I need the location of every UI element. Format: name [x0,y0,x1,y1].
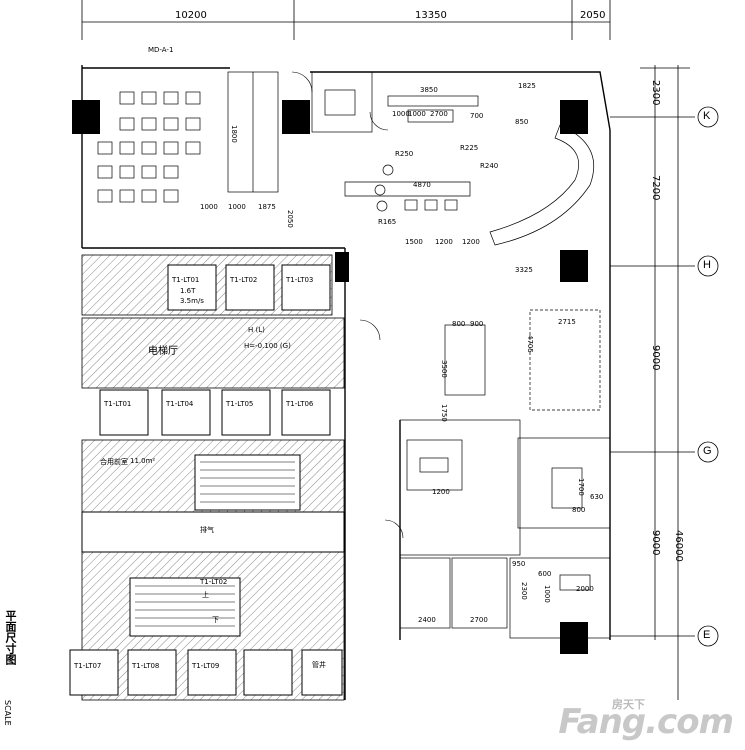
dim-interior-7: 1800 [230,125,238,143]
dim-interior-4: 1000 [408,110,426,118]
axis-label-k: K [703,110,711,122]
elevator-bottom-2: T1-LT08 [132,662,160,670]
dim-interior-25: 2715 [558,318,576,326]
dim-right-3: 9000 [650,345,661,371]
dim-interior-26: 4705 [526,335,534,353]
dim-interior-31: 800 [572,506,586,514]
dim-interior-6: 1825 [518,82,536,90]
dim-top-3: 2050 [580,10,605,21]
dim-interior-32: 950 [512,560,526,568]
elevator-spec-load: 1.6T [180,287,196,295]
dim-interior-29: 1700 [577,478,585,496]
elevator-mid-4: T1-LT06 [286,400,314,408]
dim-interior-28: 1200 [432,488,450,496]
elevator-spec-speed: 3.5m/s [180,297,204,305]
dim-interior-5: 850 [515,118,529,126]
dim-interior-11: R225 [460,144,479,152]
axis-label-g: G [703,445,712,457]
sheet-ref: MD-A-1 [148,46,173,54]
dim-interior-24: 3500 [440,360,448,378]
dim-interior-10: R250 [395,150,414,158]
dim-interior-16: 1000 [200,203,218,211]
dim-interior-9: 700 [470,112,484,120]
grid-axis-bubbles [697,106,719,647]
dim-interior-2: 2700 [430,110,448,118]
elevator-bottom-1: T1-LT07 [74,662,102,670]
axis-label-e: E [703,629,711,641]
dim-interior-38: 2700 [470,616,488,624]
dim-interior-27: 1750 [440,404,448,422]
dim-interior-1: 3850 [420,86,438,94]
stair-up-label: 上 [202,591,209,599]
watermark-sub: 房天下 [612,698,645,711]
dim-right-2: 7200 [650,175,661,201]
dim-interior-15: 1875 [258,203,276,211]
dim-top-1: 10200 [175,10,207,21]
structural-columns [72,100,588,654]
dim-right-1: 2300 [650,80,661,106]
level-h-label: H (L) [248,326,265,334]
pipe-shaft-label: 管井 [312,661,326,669]
shaft-label: 合用前室 [100,458,128,466]
dim-interior-14: 1000 [228,203,246,211]
dim-interior-23: 900 [470,320,484,328]
axis-label-h: H [703,259,711,271]
workstation-cluster [97,71,373,203]
door-swings [291,71,404,539]
dim-total: 46000 [673,530,684,562]
elevator-top-2: T1-LT02 [230,276,258,284]
dim-top-2: 13350 [415,10,447,21]
stair-down-label: 下 [212,616,219,624]
right-dimension-line: 2300 [610,65,695,700]
elevator-hall-label: 电梯厅 [148,346,178,357]
dim-interior-34: 2300 [520,582,528,600]
dim-interior-20: 1200 [462,238,480,246]
dim-interior-3: 1000 [392,110,410,118]
dim-interior-21: 3325 [515,266,533,274]
lt02-label: T1-LT02 [200,578,228,586]
exhaust-label: 排气 [200,526,214,534]
level-g-label: H=-0.100 (G) [244,342,291,350]
dim-interior-17: 2050 [286,210,294,228]
dim-interior-30: 630 [590,493,604,501]
dim-right-4: 9000 [650,530,661,556]
scale-label: SCALE [3,700,12,726]
meeting-rooms [399,309,611,639]
stair-treads [135,461,295,627]
dim-interior-37: 2400 [418,616,436,624]
dim-interior-12: R240 [480,162,499,170]
dim-interior-35: 2000 [576,585,594,593]
top-dimension-line: 10200 13350 2050 MD-A-1 [81,0,611,54]
dim-interior-13: R165 [378,218,397,226]
dim-interior-19: 1200 [435,238,453,246]
elevator-core [69,254,345,701]
elevator-top-3: T1-LT03 [286,276,314,284]
elevator-bottom-3: T1-LT09 [192,662,220,670]
dim-interior-22: 800 [452,320,466,328]
dim-interior-18: 1500 [405,238,423,246]
elevator-top-1: T1-LT01 [172,276,200,284]
watermark-logo: Fang.com [558,702,734,742]
drawing-title: 平面尺寸图 [4,610,17,665]
elevator-mid-2: T1-LT04 [166,400,194,408]
dim-interior-33: 600 [538,570,552,578]
dim-interior-36: 1000 [543,585,551,603]
elevator-mid-1: T1-LT01 [104,400,132,408]
dim-interior-8: 4870 [413,181,431,189]
shaft-area: 11.0m² [130,457,156,465]
reception-area [344,95,594,246]
elevator-mid-3: T1-LT05 [226,400,254,408]
